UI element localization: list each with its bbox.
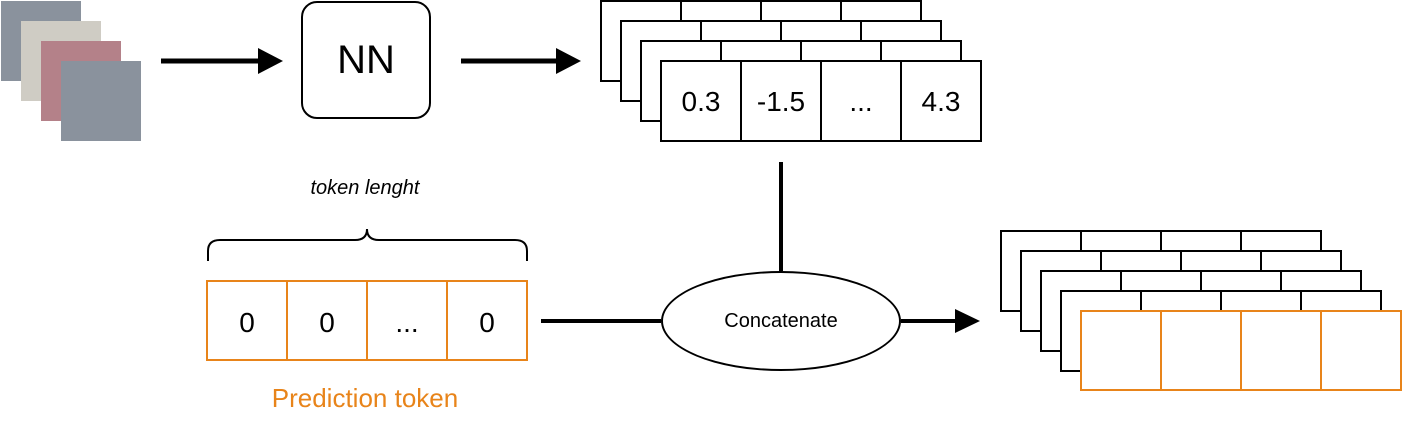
arrowhead-icon <box>556 48 581 74</box>
arrowhead-icon <box>258 48 283 74</box>
image-layer-4 <box>61 61 141 141</box>
arrowhead-icon <box>955 309 980 333</box>
token-length-label: token lenght <box>310 177 420 199</box>
token-length-brace <box>207 228 528 261</box>
embedding-cell-4: 4.3 <box>922 86 961 117</box>
embedding-cell-2: -1.5 <box>757 86 805 117</box>
prediction-token <box>206 280 528 361</box>
embedding-cell-3: ... <box>849 86 872 117</box>
prediction-cell-4: 0 <box>479 307 495 338</box>
embedding-values: 0.3 -1.5 ... 4.3 <box>682 86 961 117</box>
prediction-cell-1: 0 <box>239 307 255 338</box>
embedding-vector <box>660 60 982 142</box>
prediction-cell-3: ... <box>395 307 418 338</box>
prediction-token-label: Prediction token <box>271 383 459 413</box>
embedding-cell-1: 0.3 <box>682 86 721 117</box>
concatenate-label: Concatenate <box>724 309 838 332</box>
output-prediction-layer <box>1080 310 1402 391</box>
input-image-stack <box>1 1 141 141</box>
nn-block: NN <box>301 1 431 119</box>
prediction-cell-2: 0 <box>319 307 335 338</box>
prediction-values: 0 0 ... 0 <box>239 307 495 338</box>
nn-label: NN <box>337 37 395 82</box>
concatenate-node: Concatenate <box>661 271 901 371</box>
